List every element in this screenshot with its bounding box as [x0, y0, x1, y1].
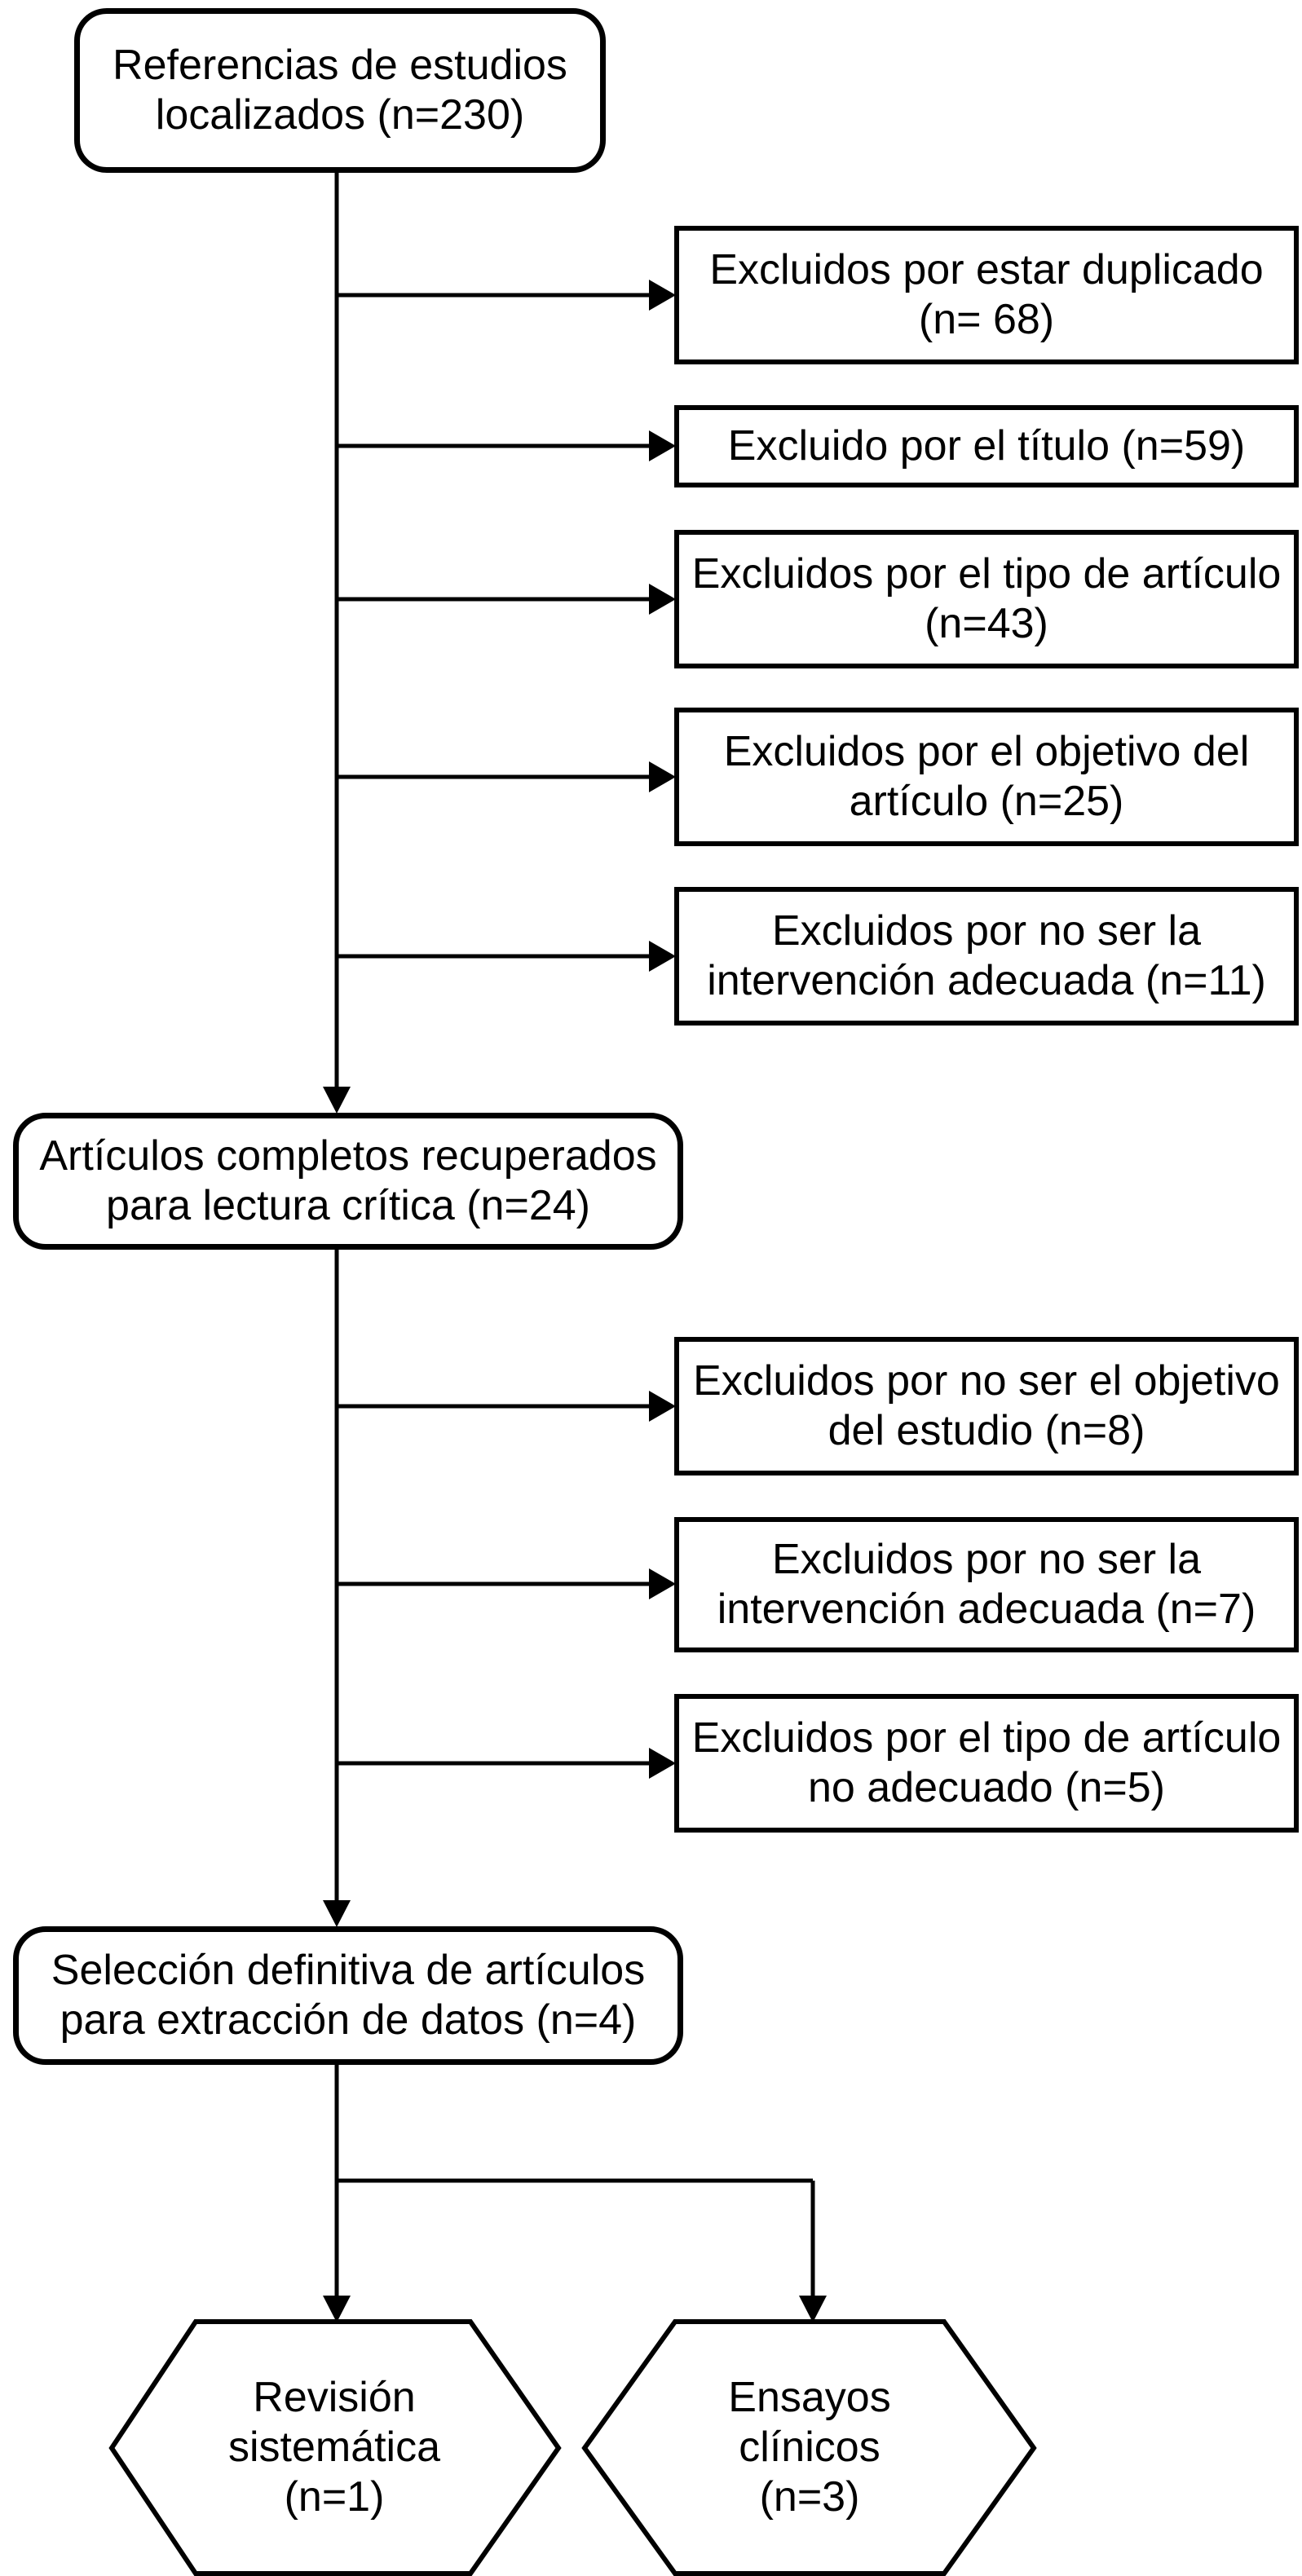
exclusion-box-article-objective: Excluidos por el objetivo del artículo (…	[674, 708, 1299, 846]
exclusion-box-label: Excluido por el título (n=59)	[727, 422, 1246, 470]
exclusion-box-label: Excluidos por no ser la intervención ade…	[707, 907, 1266, 1004]
hexagon-clinical-trials-label: Ensayos clínicos (n=3)	[673, 2372, 946, 2523]
outcome-line: sistemática	[227, 2424, 441, 2471]
exclusion-box-article-type: Excluidos por el tipo de artículo (n=43)	[674, 530, 1299, 668]
retrieved-box: Artículos completos recuperados para lec…	[13, 1113, 683, 1250]
hexagon-clinical-trials	[581, 2319, 1037, 2576]
final-selection-box-label: Selección definitiva de artículos para e…	[51, 1947, 646, 2044]
start-box: Referencias de estudios localizados (n=2…	[74, 8, 606, 173]
exclusion-box-intervention-2: Excluidos por no ser la intervención ade…	[674, 1517, 1299, 1652]
exclusion-box-label: Excluidos por no ser el objetivo del est…	[693, 1357, 1280, 1454]
exclusion-box-label: Excluidos por el objetivo del artículo (…	[723, 728, 1250, 825]
exclusion-box-label: Excluidos por el tipo de artículo (n=43)	[691, 550, 1282, 647]
exclusion-box-title: Excluido por el título (n=59)	[674, 405, 1299, 487]
start-box-label: Referencias de estudios localizados (n=2…	[113, 42, 567, 139]
arrowheads	[323, 280, 827, 2322]
outcome-line: clínicos	[739, 2424, 881, 2471]
exclusion-box-label: Excluidos por no ser la intervención ade…	[717, 1536, 1256, 1633]
exclusion-box-duplicates: Excluidos por estar duplicado (n= 68)	[674, 226, 1299, 364]
exclusion-box-article-type-2: Excluidos por el tipo de artículo no ade…	[674, 1694, 1299, 1833]
outcome-line: (n=1)	[284, 2473, 385, 2521]
exclusion-box-intervention: Excluidos por no ser la intervención ade…	[674, 887, 1299, 1026]
outcome-line: (n=3)	[759, 2473, 860, 2521]
exclusion-box-label: Excluidos por estar duplicado (n= 68)	[709, 246, 1264, 343]
hexagon-systematic-review-label: Revisión sistemática (n=1)	[198, 2372, 470, 2523]
retrieved-box-label: Artículos completos recuperados para lec…	[39, 1132, 657, 1229]
outcome-line: Revisión	[253, 2374, 416, 2421]
exclusion-box-study-objective: Excluidos por no ser el objetivo del est…	[674, 1337, 1299, 1475]
hexagon-systematic-review	[108, 2319, 562, 2576]
exclusion-box-label: Excluidos por el tipo de artículo no ade…	[691, 1714, 1282, 1811]
outcome-line: Ensayos	[728, 2374, 891, 2421]
final-selection-box: Selección definitiva de artículos para e…	[13, 1926, 683, 2065]
connector-lines	[334, 173, 815, 2297]
